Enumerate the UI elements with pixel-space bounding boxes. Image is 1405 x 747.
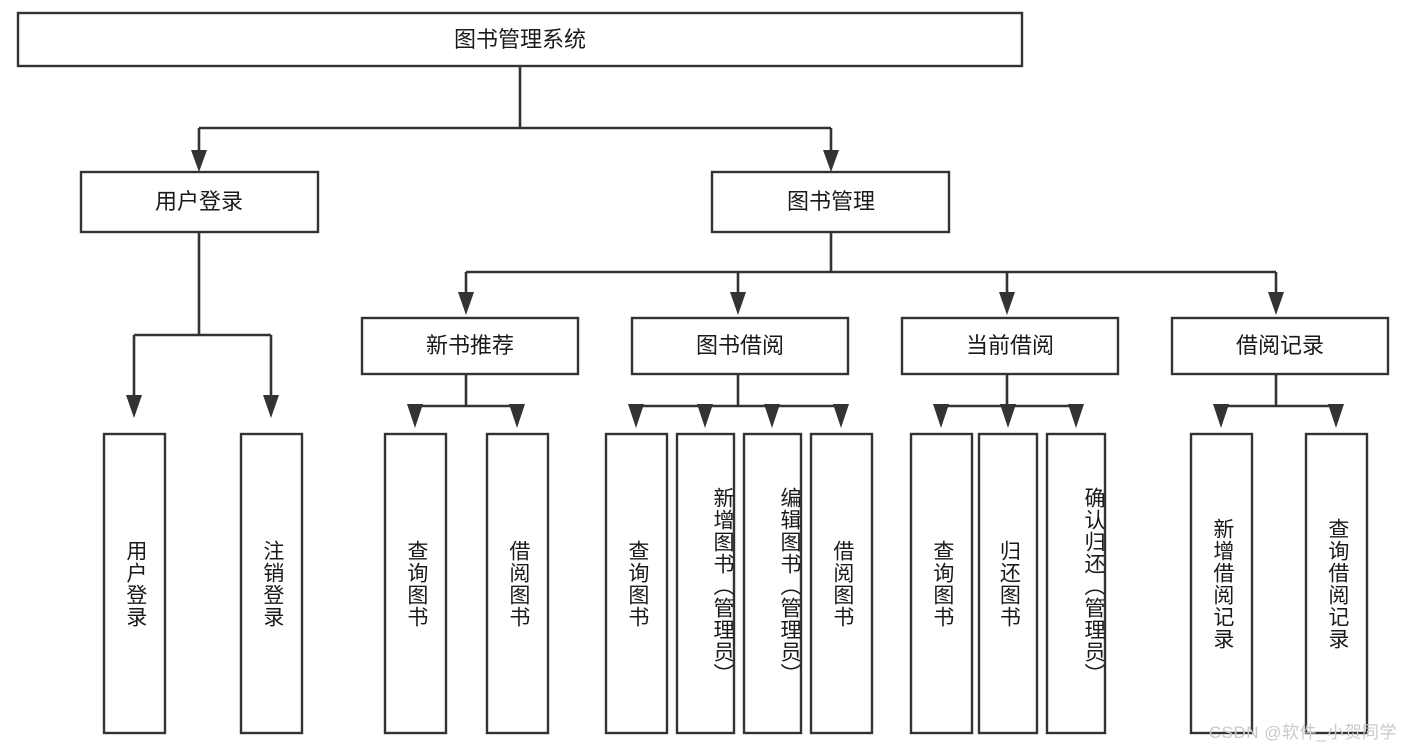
arrowhead-user-login	[191, 150, 207, 172]
arrowhead-leaf-query-book-3	[933, 404, 949, 428]
arrowhead-leaf-query-book-2	[628, 404, 644, 428]
csdn-watermark: CSDN @软件_小贺同学	[1208, 723, 1397, 742]
node-leaf-edit-book-box[interactable]	[742, 432, 803, 735]
node-leaf-add-book-box[interactable]	[675, 432, 736, 735]
node-leaf-user-login-box[interactable]	[102, 432, 167, 735]
arrowhead-group	[126, 150, 1344, 428]
node-leaf-logout-box[interactable]	[239, 432, 304, 735]
node-current-borrow-label: 当前借阅	[966, 333, 1054, 358]
arrowhead-record	[1268, 292, 1284, 315]
node-leaf-query-book-2-box[interactable]	[604, 432, 669, 735]
arrowhead-leaf-user-login	[126, 395, 142, 418]
node-borrow-record[interactable]: 借阅记录	[1170, 316, 1390, 376]
node-borrow-record-box[interactable]	[1170, 316, 1390, 376]
arrowhead-leaf-query-book-1	[407, 404, 423, 428]
node-leaf-add-record-box[interactable]	[1189, 432, 1254, 735]
node-leaf-query-record-box[interactable]	[1304, 432, 1369, 735]
arrowhead-leaf-add-book	[697, 404, 713, 428]
node-user-login[interactable]: 用户登录	[79, 170, 320, 234]
arrowhead-leaf-confirm-return	[1068, 404, 1084, 428]
node-new-book-recommend-label: 新书推荐	[426, 333, 514, 358]
leaf-box-group	[102, 432, 1369, 735]
arrowhead-borrow	[730, 292, 746, 315]
node-leaf-return-book-box[interactable]	[977, 432, 1039, 735]
node-leaf-borrow-book-1-box[interactable]	[485, 432, 550, 735]
arrowhead-current	[999, 292, 1015, 315]
node-current-borrow-box[interactable]	[900, 316, 1120, 376]
node-book-manage[interactable]: 图书管理	[710, 170, 951, 234]
arrowhead-leaf-add-record	[1213, 404, 1229, 428]
arrowhead-leaf-borrow-book-2	[833, 404, 849, 428]
node-book-borrow[interactable]: 图书借阅	[630, 316, 850, 376]
node-borrow-record-label: 借阅记录	[1236, 333, 1324, 358]
arrowhead-leaf-edit-book	[764, 404, 780, 428]
node-user-login-label: 用户登录	[155, 189, 243, 214]
node-leaf-borrow-book-2-box[interactable]	[809, 432, 874, 735]
node-leaf-query-book-1-box[interactable]	[383, 432, 448, 735]
arrowhead-leaf-query-record	[1328, 404, 1344, 428]
node-current-borrow[interactable]: 当前借阅	[900, 316, 1120, 376]
node-book-borrow-box[interactable]	[630, 316, 850, 376]
node-leaf-query-book-3-box[interactable]	[909, 432, 974, 735]
node-root-box[interactable]	[16, 11, 1024, 68]
node-book-manage-label: 图书管理	[787, 189, 875, 214]
arrowhead-book-manage	[823, 150, 839, 172]
node-user-login-box[interactable]	[79, 170, 320, 234]
arrowhead-leaf-borrow-book-1	[509, 404, 525, 428]
node-book-manage-box[interactable]	[710, 170, 951, 234]
node-root[interactable]: 图书管理系统	[16, 11, 1024, 68]
node-new-book-recommend[interactable]: 新书推荐	[360, 316, 580, 376]
node-root-label: 图书管理系统	[454, 27, 586, 52]
arrowhead-leaf-return-book	[1000, 404, 1016, 428]
node-book-borrow-label: 图书借阅	[696, 333, 784, 358]
node-new-book-recommend-box[interactable]	[360, 316, 580, 376]
node-leaf-confirm-return-box[interactable]	[1045, 432, 1107, 735]
arrowhead-recommend	[458, 292, 474, 315]
arrowhead-leaf-logout	[263, 395, 279, 418]
